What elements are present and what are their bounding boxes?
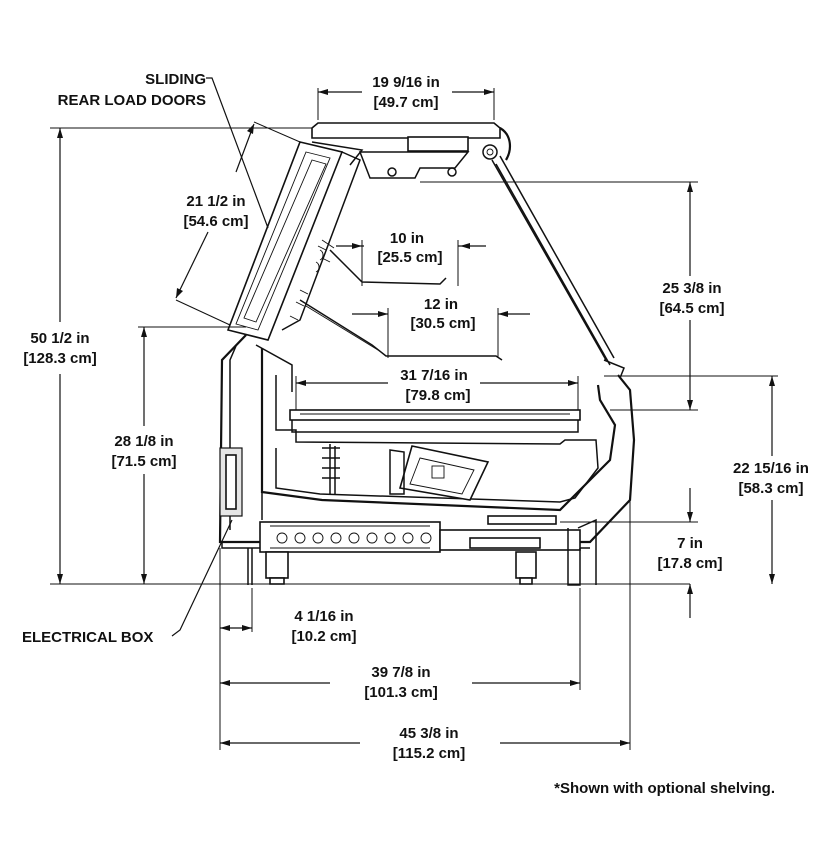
base-height-cm: [17.8 cm] — [657, 555, 722, 572]
front-height-in: 22 15/16 in — [733, 460, 809, 477]
overall-height-cm: [128.3 cm] — [23, 350, 96, 367]
shelf-upper-in: 10 in — [390, 230, 424, 247]
annotation-labels: SLIDING REAR LOAD DOORS ELECTRICAL BOX *… — [22, 71, 809, 797]
top-width-cm: [49.7 cm] — [373, 94, 438, 111]
electrical-box-label: ELECTRICAL BOX — [22, 629, 153, 646]
footnote: *Shown with optional shelving. — [554, 780, 775, 797]
top-width-in: 19 9/16 in — [372, 74, 440, 91]
case-outline — [218, 122, 636, 586]
overall-depth-in: 45 3/8 in — [399, 725, 458, 742]
base-depth-in: 39 7/8 in — [371, 664, 430, 681]
elec-box-in: 4 1/16 in — [294, 608, 353, 625]
overall-height-in: 50 1/2 in — [30, 330, 89, 347]
rear-height-cm: [71.5 cm] — [111, 453, 176, 470]
base-height-in: 7 in — [677, 535, 703, 552]
deck-width-in: 31 7/16 in — [400, 367, 468, 384]
door-length-cm: [54.6 cm] — [183, 213, 248, 230]
deck-width-cm: [79.8 cm] — [405, 387, 470, 404]
dimension-lines — [50, 77, 778, 750]
shelf-lower-in: 12 in — [424, 296, 458, 313]
front-height-cm: [58.3 cm] — [738, 480, 803, 497]
glass-height-cm: [64.5 cm] — [659, 300, 724, 317]
shelf-upper-cm: [25.5 cm] — [377, 249, 442, 266]
sliding-doors-label-line1: SLIDING — [145, 71, 206, 88]
elec-box-cm: [10.2 cm] — [291, 628, 356, 645]
rear-height-in: 28 1/8 in — [114, 433, 173, 450]
glass-height-in: 25 3/8 in — [662, 280, 721, 297]
sliding-doors-label-line2: REAR LOAD DOORS — [58, 92, 206, 109]
overall-depth-cm: [115.2 cm] — [393, 745, 466, 762]
base-depth-cm: [101.3 cm] — [364, 684, 437, 701]
shelf-lower-cm: [30.5 cm] — [410, 315, 475, 332]
door-length-in: 21 1/2 in — [186, 193, 245, 210]
